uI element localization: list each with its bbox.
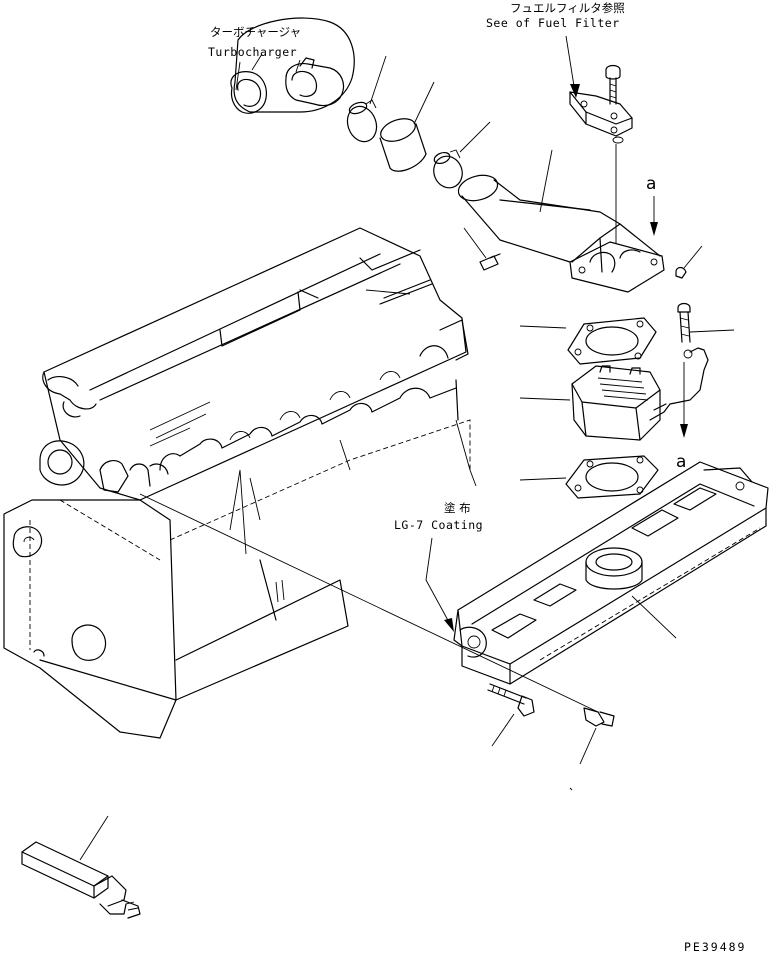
ref-a-top-label: a [646, 174, 657, 194]
gasket-lower [565, 455, 659, 499]
hose-sleeve [379, 118, 427, 172]
long-bolt [677, 302, 691, 343]
small-bolt-left [479, 253, 501, 271]
coating-label: LG-7 Coating [394, 518, 484, 532]
figure-code: PE39489 [684, 940, 747, 954]
intake-connector [457, 174, 665, 293]
engine-block [3, 227, 477, 739]
intake-heater [571, 347, 709, 441]
mounting-bolt-2 [583, 707, 615, 727]
intake-manifold [453, 461, 769, 685]
gasket-upper [567, 317, 657, 365]
mounting-bolt-1 [487, 683, 535, 717]
small-bolt-right [675, 266, 687, 279]
hose-clamp-2 [433, 149, 463, 189]
turbocharger-drawing [230, 17, 355, 114]
fuel-filter-label-jp: フュエルフィルタ参照 [510, 1, 625, 15]
installation-tool [21, 841, 141, 919]
hose-clamp-1 [346, 99, 378, 143]
fuel-filter-label: See of Fuel Filter [486, 16, 620, 30]
turbocharger-label: Turbocharger [208, 45, 298, 59]
ref-a-bottom-label: a [676, 452, 687, 472]
fuel-filter-bracket [569, 64, 633, 144]
turbocharger-label-jp: ターボチャージャ [210, 25, 302, 39]
coating-label-jp: 塗 布 [444, 501, 471, 515]
